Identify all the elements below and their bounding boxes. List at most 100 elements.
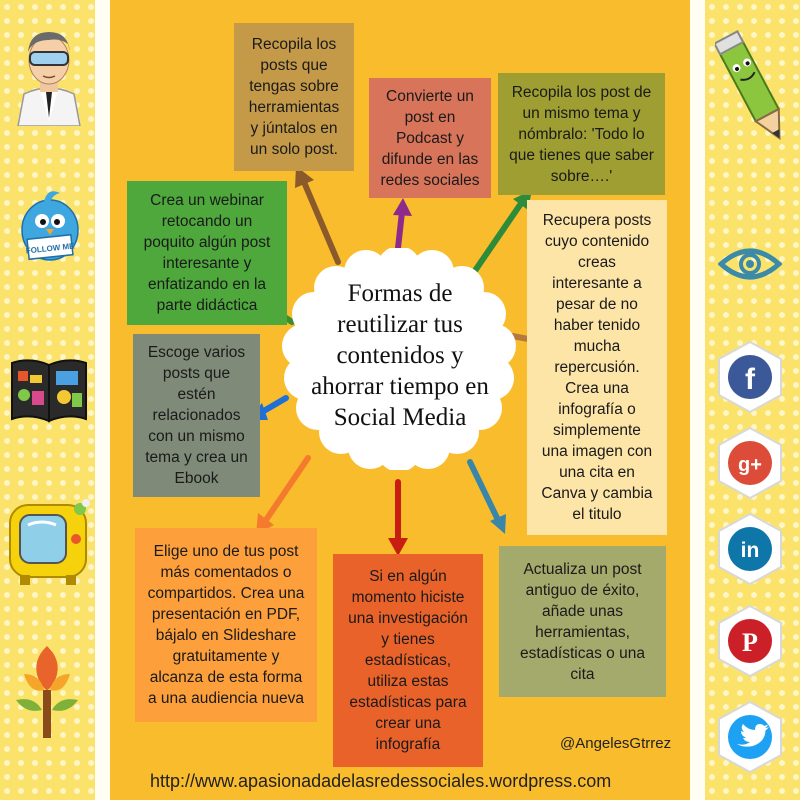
google-plus-glyph: g+ [738,454,762,476]
box-line: más comentados o [160,564,292,581]
pinterest-glyph: P [742,628,758,657]
follow-me-bird-icon: FOLLOW ME [21,191,79,261]
arrow-podcast [395,209,405,251]
box-line: estén [177,386,216,403]
box-line: posts que [260,57,328,74]
box-line: simplemente [553,422,641,439]
author-handle: @AngelesGtrrez [560,735,672,752]
box-line: un solo post. [250,141,338,158]
box-line: tema y crea un [145,449,248,466]
box-line: Escoge varios [147,344,246,361]
box-line: que tienes que saber [509,146,654,164]
box-line: infografía [375,736,441,753]
box-line: utiliza estas [367,673,449,690]
center-title-line: Social Media [333,404,467,431]
arrow-pdf [263,455,311,523]
box-line: gratuitamente y [172,648,280,665]
box-line: crear una [375,715,441,732]
center-title-line: ahorrar tiempo en [311,373,489,400]
box-todo-lo-que-tienes: Recopila los post de un mismo tema y nóm… [498,73,665,195]
pinterest-icon[interactable]: P [715,604,785,678]
box-line: herramientas [248,99,340,116]
arrow-todo-lo [467,199,525,281]
box-line: una investigación [348,610,468,627]
box-line: antiguo de éxito, [525,581,640,599]
box-line: Recopila los post de [511,83,652,101]
box-line: cita [570,665,595,683]
box-line: alcanza de esta forma [149,669,303,686]
yellow-tv-icon [9,499,90,585]
box-line: retocando un [161,213,253,230]
facebook-icon[interactable]: f [715,340,785,414]
linkedin-glyph: in [741,539,760,562]
footer-url[interactable]: http://www.apasionadadelasredessociales.… [150,771,612,791]
pencil-character-icon [715,30,781,141]
box-line: Crea un webinar [150,192,264,209]
box-line: presentación en PDF, [151,606,301,623]
autumn-tree-icon [16,646,78,738]
box-line: añade unas [541,602,623,620]
box-line: una imagen con [541,443,653,460]
box-line: Ebook [174,470,219,487]
box-line: repercusión. [554,359,640,376]
arrowhead-actualiza [490,514,506,534]
box-infografia: Si en algún momento hiciste una investig… [333,554,483,767]
box-line: sobre….' [550,167,613,185]
arrow-recopila [301,179,341,265]
box-line: Si en algún [369,568,447,585]
center-title-line: reutilizar tus [337,311,463,338]
box-line: haber tenido [553,317,641,334]
box-line: creas [578,254,616,271]
box-line: a una audiencia nueva [148,690,304,707]
box-line: pesar de no [556,296,638,313]
box-podcast: Convierte un post en Podcast y difunde e… [369,78,491,198]
box-line: compartidos. Crea una [147,585,305,602]
box-webinar: Crea un webinar retocando un poquito alg… [127,181,287,325]
box-line: Podcast y [395,129,465,147]
box-line: interesante y [162,255,252,272]
center-title-line: contenidos y [336,342,464,369]
eye-icon [718,248,782,280]
box-line: estadísticas o una [520,644,645,662]
box-line: Convierte un [386,87,474,105]
linkedin-icon[interactable]: in [715,512,785,586]
box-line: infografía o [558,401,636,418]
right-divider [690,0,705,800]
box-line: el titulo [572,506,622,523]
box-line: Crea una [565,380,629,397]
box-line: poquito algún post [143,234,271,251]
center-title-line: Formas de [347,280,453,307]
box-line: tengas sobre [249,78,339,95]
box-line: estadísticas para [349,694,467,711]
box-pdf-slideshare: Elige uno de tus post más comentados o c… [135,528,317,722]
box-line: posts que [162,365,231,382]
arrow-actualiza [467,459,501,523]
box-ebook: Escoge varios posts que estén relacionad… [133,334,260,497]
box-actualiza: Actualiza un post antiguo de éxito, añad… [499,546,666,697]
box-line: Recupera posts [542,212,652,229]
arrow-ebook [259,395,289,415]
box-line: redes sociales [380,171,480,189]
twitter-icon[interactable] [715,700,785,774]
box-recopila-herramientas: Recopila los posts que tengas sobre herr… [234,23,354,171]
box-line: relacionados [152,407,241,424]
arrowhead-infografia [388,538,408,556]
chalkboard-book-icon [11,359,87,423]
box-line: difunde en las [381,150,479,168]
box-line: post en [404,108,456,126]
box-line: herramientas, [535,623,630,641]
arrowhead-recopila [295,166,314,188]
box-line: y tienes [381,631,435,648]
box-line: bájalo en Slideshare [155,627,297,644]
box-line: una cita en [559,464,635,481]
center-title: Formas de reutilizar tus contenidos y ah… [290,278,510,433]
box-line: Canva y cambia [541,485,653,502]
box-line: Actualiza un post [523,560,642,578]
box-line: momento hiciste [351,589,465,606]
box-line: parte didáctica [156,297,258,314]
center-cloud [282,248,516,470]
box-line: y júntalos en [250,120,338,137]
google-plus-icon[interactable]: g+ [715,426,785,500]
box-line: Elige uno de tus post [153,543,299,560]
scientist-avatar-icon [17,32,81,126]
